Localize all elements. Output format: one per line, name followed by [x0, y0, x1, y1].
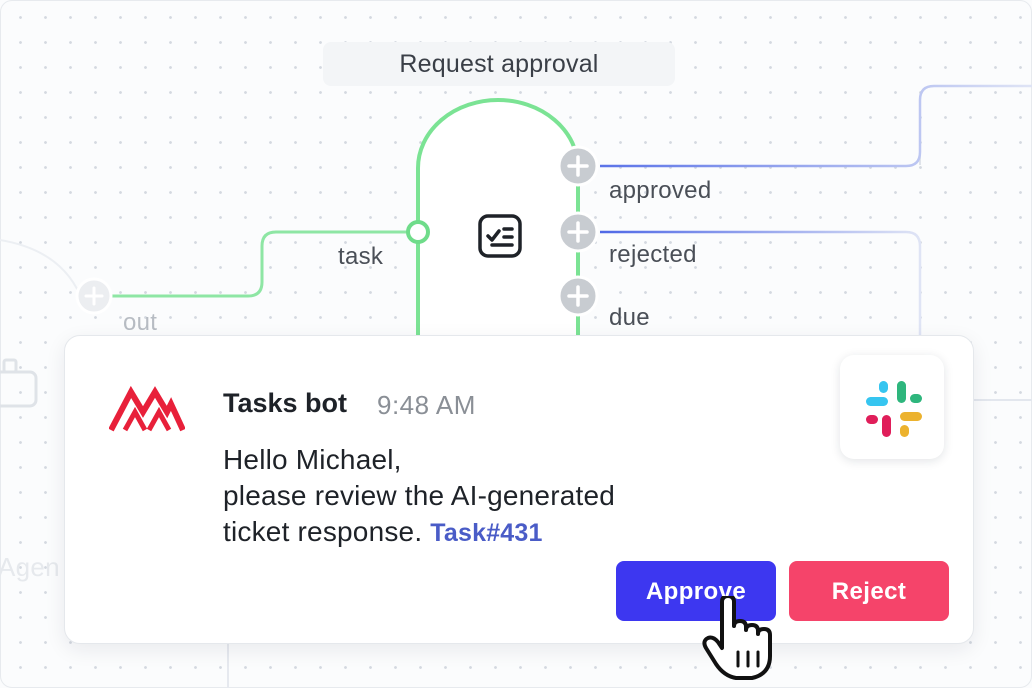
message-line: please review the AI-generated	[223, 480, 616, 511]
message-line: ticket response.	[223, 516, 423, 547]
due-output-port[interactable]	[557, 275, 599, 317]
node-title: Request approval	[323, 42, 675, 86]
rejected-output-port[interactable]	[557, 211, 599, 253]
upstream-out-port[interactable]	[75, 277, 113, 315]
task-input-port[interactable]	[406, 220, 430, 244]
tasks-bot-logo-icon	[109, 385, 185, 432]
approved-output-label: approved	[609, 177, 712, 204]
message-timestamp: 9:48 AM	[377, 390, 476, 420]
bot-name: Tasks bot	[223, 388, 348, 418]
message-body: Hello Michael, please review the AI-gene…	[223, 442, 615, 551]
task-edge	[106, 230, 418, 298]
approved-edge	[600, 84, 1032, 168]
approved-output-port[interactable]	[557, 145, 599, 187]
slack-message-card: Tasks bot 9:48 AM Hello Michael, please …	[64, 335, 974, 644]
background-edge	[0, 239, 81, 296]
message-line: Hello Michael,	[223, 444, 402, 475]
slack-app-badge	[840, 355, 944, 459]
slack-icon	[866, 381, 922, 437]
approve-button[interactable]: Approve	[616, 561, 776, 621]
message-line-with-link: ticket response. Task#431	[223, 514, 615, 551]
reject-button[interactable]: Reject	[789, 561, 949, 621]
task-link[interactable]: Task#431	[430, 519, 543, 547]
due-output-label: due	[609, 304, 650, 331]
upstream-node-label: Agen	[0, 552, 60, 582]
upstream-out-label: out	[123, 309, 158, 336]
rejected-edge	[600, 230, 922, 340]
rejected-output-label: rejected	[609, 241, 697, 268]
agent-node-faded	[0, 358, 38, 408]
background-edge	[919, 85, 1032, 165]
request-approval-node[interactable]	[416, 98, 580, 340]
task-input-label: task	[338, 243, 384, 270]
checklist-icon	[478, 214, 522, 258]
hand-pointer-icon	[702, 596, 772, 680]
